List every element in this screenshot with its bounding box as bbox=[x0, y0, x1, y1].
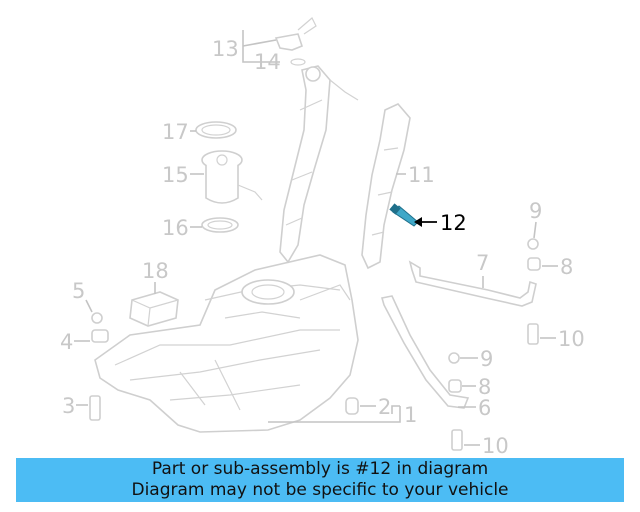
lock-ring-part bbox=[195, 121, 237, 139]
caption-line-part-number: Part or sub-assembly is #12 in diagram bbox=[151, 459, 489, 479]
callout-4: 4 bbox=[60, 330, 73, 354]
callout-14: 14 bbox=[254, 50, 281, 74]
callout-8-upper: 8 bbox=[560, 255, 573, 279]
callout-15: 15 bbox=[162, 163, 189, 187]
heat-shield-part bbox=[361, 103, 411, 270]
callout-13: 13 bbox=[212, 37, 239, 61]
hardware-parts bbox=[89, 238, 541, 451]
callout-17: 17 bbox=[162, 120, 189, 144]
callout-8-lower: 8 bbox=[478, 375, 491, 399]
callout-1: 1 bbox=[404, 403, 417, 427]
callout-2: 2 bbox=[378, 395, 391, 419]
callout-9-lower: 9 bbox=[480, 347, 493, 371]
callout-5: 5 bbox=[72, 279, 85, 303]
callout-12: 12 bbox=[440, 211, 467, 235]
fuel-pump-part bbox=[201, 150, 263, 204]
callout-18: 18 bbox=[142, 259, 169, 283]
filler-neck-part bbox=[279, 65, 359, 264]
caption-line-disclaimer: Diagram may not be specific to your vehi… bbox=[131, 480, 509, 500]
tank-strap-upper-part bbox=[408, 260, 537, 307]
fuel-cap-part bbox=[274, 17, 317, 66]
control-module-part bbox=[129, 291, 179, 327]
fuel-tank-part bbox=[94, 254, 359, 433]
caption-banner: Part or sub-assembly is #12 in diagram D… bbox=[16, 458, 624, 502]
callout-6: 6 bbox=[478, 396, 491, 420]
callout-7: 7 bbox=[476, 251, 489, 275]
callout-10-lower: 10 bbox=[482, 434, 509, 458]
callout-11: 11 bbox=[408, 163, 435, 187]
leader-lines bbox=[74, 30, 558, 446]
callout-16: 16 bbox=[162, 216, 189, 240]
callout-12-arrow bbox=[414, 217, 437, 227]
callout-10-upper: 10 bbox=[558, 327, 585, 351]
bolt-12-highlighted-part bbox=[389, 203, 419, 227]
callout-3: 3 bbox=[62, 394, 75, 418]
tank-strap-lower-part bbox=[380, 295, 470, 409]
pump-seal-part bbox=[201, 217, 239, 233]
callout-9-upper: 9 bbox=[529, 199, 542, 223]
